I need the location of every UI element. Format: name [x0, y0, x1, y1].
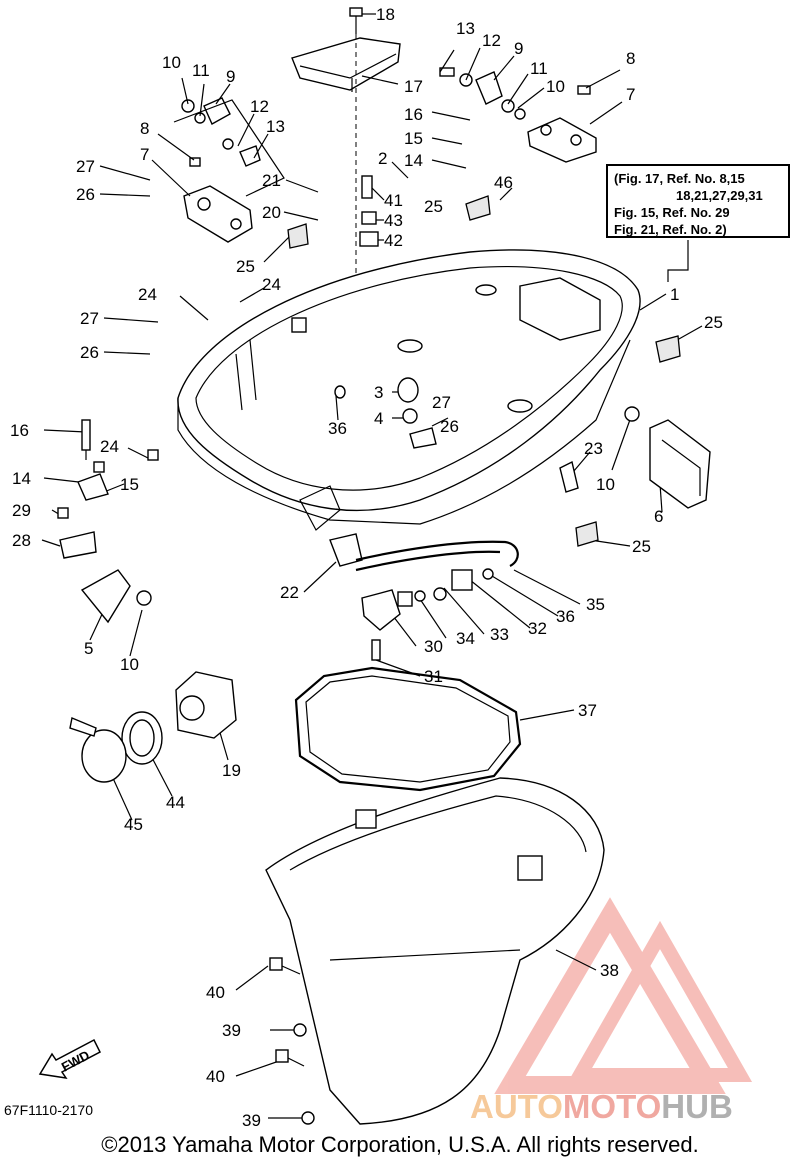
reference-note-box: (Fig. 17, Ref. No. 8,15 18,21,27,29,31 F… [606, 164, 790, 238]
diagram-reference-code: 67F1110-2170 [4, 1102, 93, 1118]
callout-43: 43 [384, 211, 403, 230]
callout-44: 44 [166, 793, 185, 812]
callout-7: 7 [626, 85, 635, 104]
callout-34: 34 [456, 629, 475, 648]
callout-15: 15 [120, 475, 139, 494]
part-9-clip-left [203, 97, 231, 125]
part-17-cover [291, 37, 401, 92]
watermark-part-3: HUB [661, 1088, 733, 1125]
callout-9: 9 [514, 39, 523, 58]
callout-13: 13 [266, 117, 285, 136]
callout-7: 7 [140, 145, 149, 164]
callout-9: 9 [226, 67, 235, 86]
part-7-bracket-left [183, 185, 253, 243]
callout-19: 19 [222, 761, 241, 780]
callout-41: 41 [384, 191, 403, 210]
callout-12: 12 [250, 97, 269, 116]
callout-46: 46 [494, 173, 513, 192]
callout-27: 27 [76, 157, 95, 176]
callout-30: 30 [424, 637, 443, 656]
callout-24: 24 [138, 285, 157, 304]
callout-14: 14 [12, 469, 31, 488]
callout-26: 26 [440, 417, 459, 436]
callout-21: 21 [262, 171, 281, 190]
callout-20: 20 [262, 203, 281, 222]
callout-3: 3 [374, 383, 383, 402]
callout-8: 8 [626, 49, 635, 68]
callout-11: 11 [192, 61, 210, 80]
callout-11: 11 [530, 59, 548, 78]
callout-25: 25 [236, 257, 255, 276]
note-line-1: (Fig. 17, Ref. No. 8,15 [614, 171, 745, 186]
note-line-2: 18,21,27,29,31 [676, 188, 763, 203]
callout-28: 28 [12, 531, 31, 550]
callout-29: 29 [12, 501, 31, 520]
callout-10: 10 [596, 475, 615, 494]
fwd-label: FWD [59, 1047, 92, 1074]
callout-39: 39 [222, 1021, 241, 1040]
callout-18: 18 [376, 5, 395, 24]
callout-42: 42 [384, 231, 403, 250]
callout-16: 16 [10, 421, 29, 440]
watermark-text: AUTOMOTOHUB [470, 1088, 733, 1126]
part-37-seal [294, 666, 522, 792]
note-line-3: Fig. 15, Ref. No. 29 [614, 205, 730, 220]
callout-1: 1 [670, 285, 679, 304]
callout-39: 39 [242, 1111, 261, 1130]
note-line-4: Fig. 21, Ref. No. 2) [614, 222, 727, 237]
copyright-notice: ©2013 Yamaha Motor Corporation, U.S.A. A… [101, 1132, 699, 1157]
callout-36: 36 [328, 419, 347, 438]
callout-8: 8 [140, 119, 149, 138]
callout-25: 25 [424, 197, 443, 216]
watermark-part-2: MOTO [562, 1088, 662, 1125]
callout-40: 40 [206, 983, 225, 1002]
callout-32: 32 [528, 619, 547, 638]
callout-25: 25 [704, 313, 723, 332]
callout-24: 24 [262, 275, 281, 294]
callout-31: 31 [424, 667, 443, 686]
callout-45: 45 [124, 815, 143, 834]
callout-35: 35 [586, 595, 605, 614]
watermark-part-1: AUTO [470, 1088, 563, 1125]
callout-27: 27 [432, 393, 451, 412]
callout-10: 10 [546, 77, 565, 96]
callout-24: 24 [100, 437, 119, 456]
callout-16: 16 [404, 105, 423, 124]
callout-27: 27 [80, 309, 99, 328]
callout-10: 10 [120, 655, 139, 674]
callout-6: 6 [654, 507, 663, 526]
callout-26: 26 [80, 343, 99, 362]
callout-25: 25 [632, 537, 651, 556]
leader-lines [41, 13, 703, 1119]
callout-36: 36 [556, 607, 575, 626]
callout-4: 4 [374, 409, 383, 428]
part-6-bracket [649, 419, 711, 509]
callout-5: 5 [84, 639, 93, 658]
fwd-arrow: FWD [38, 1036, 102, 1085]
callout-2: 2 [378, 149, 387, 168]
part-7-bracket-right [527, 117, 597, 163]
callout-37: 37 [578, 701, 597, 720]
callout-13: 13 [456, 19, 475, 38]
callout-23: 23 [584, 439, 603, 458]
callout-26: 26 [76, 185, 95, 204]
callout-12: 12 [482, 31, 501, 50]
part-18-bolt [349, 7, 363, 34]
watermark-logo [494, 897, 753, 1094]
callout-22: 22 [280, 583, 299, 602]
part-19-block [175, 671, 237, 739]
callout-33: 33 [490, 625, 509, 644]
callout-10: 10 [162, 53, 181, 72]
callout-17: 17 [404, 77, 423, 96]
callout-38: 38 [600, 961, 619, 980]
part-38-apron [265, 777, 605, 1125]
callout-40: 40 [206, 1067, 225, 1086]
callout-numbers: 18 17 13 12 9 11 10 8 7 10 11 9 12 13 8 … [10, 5, 723, 1130]
callout-14: 14 [404, 151, 423, 170]
callout-15: 15 [404, 129, 423, 148]
